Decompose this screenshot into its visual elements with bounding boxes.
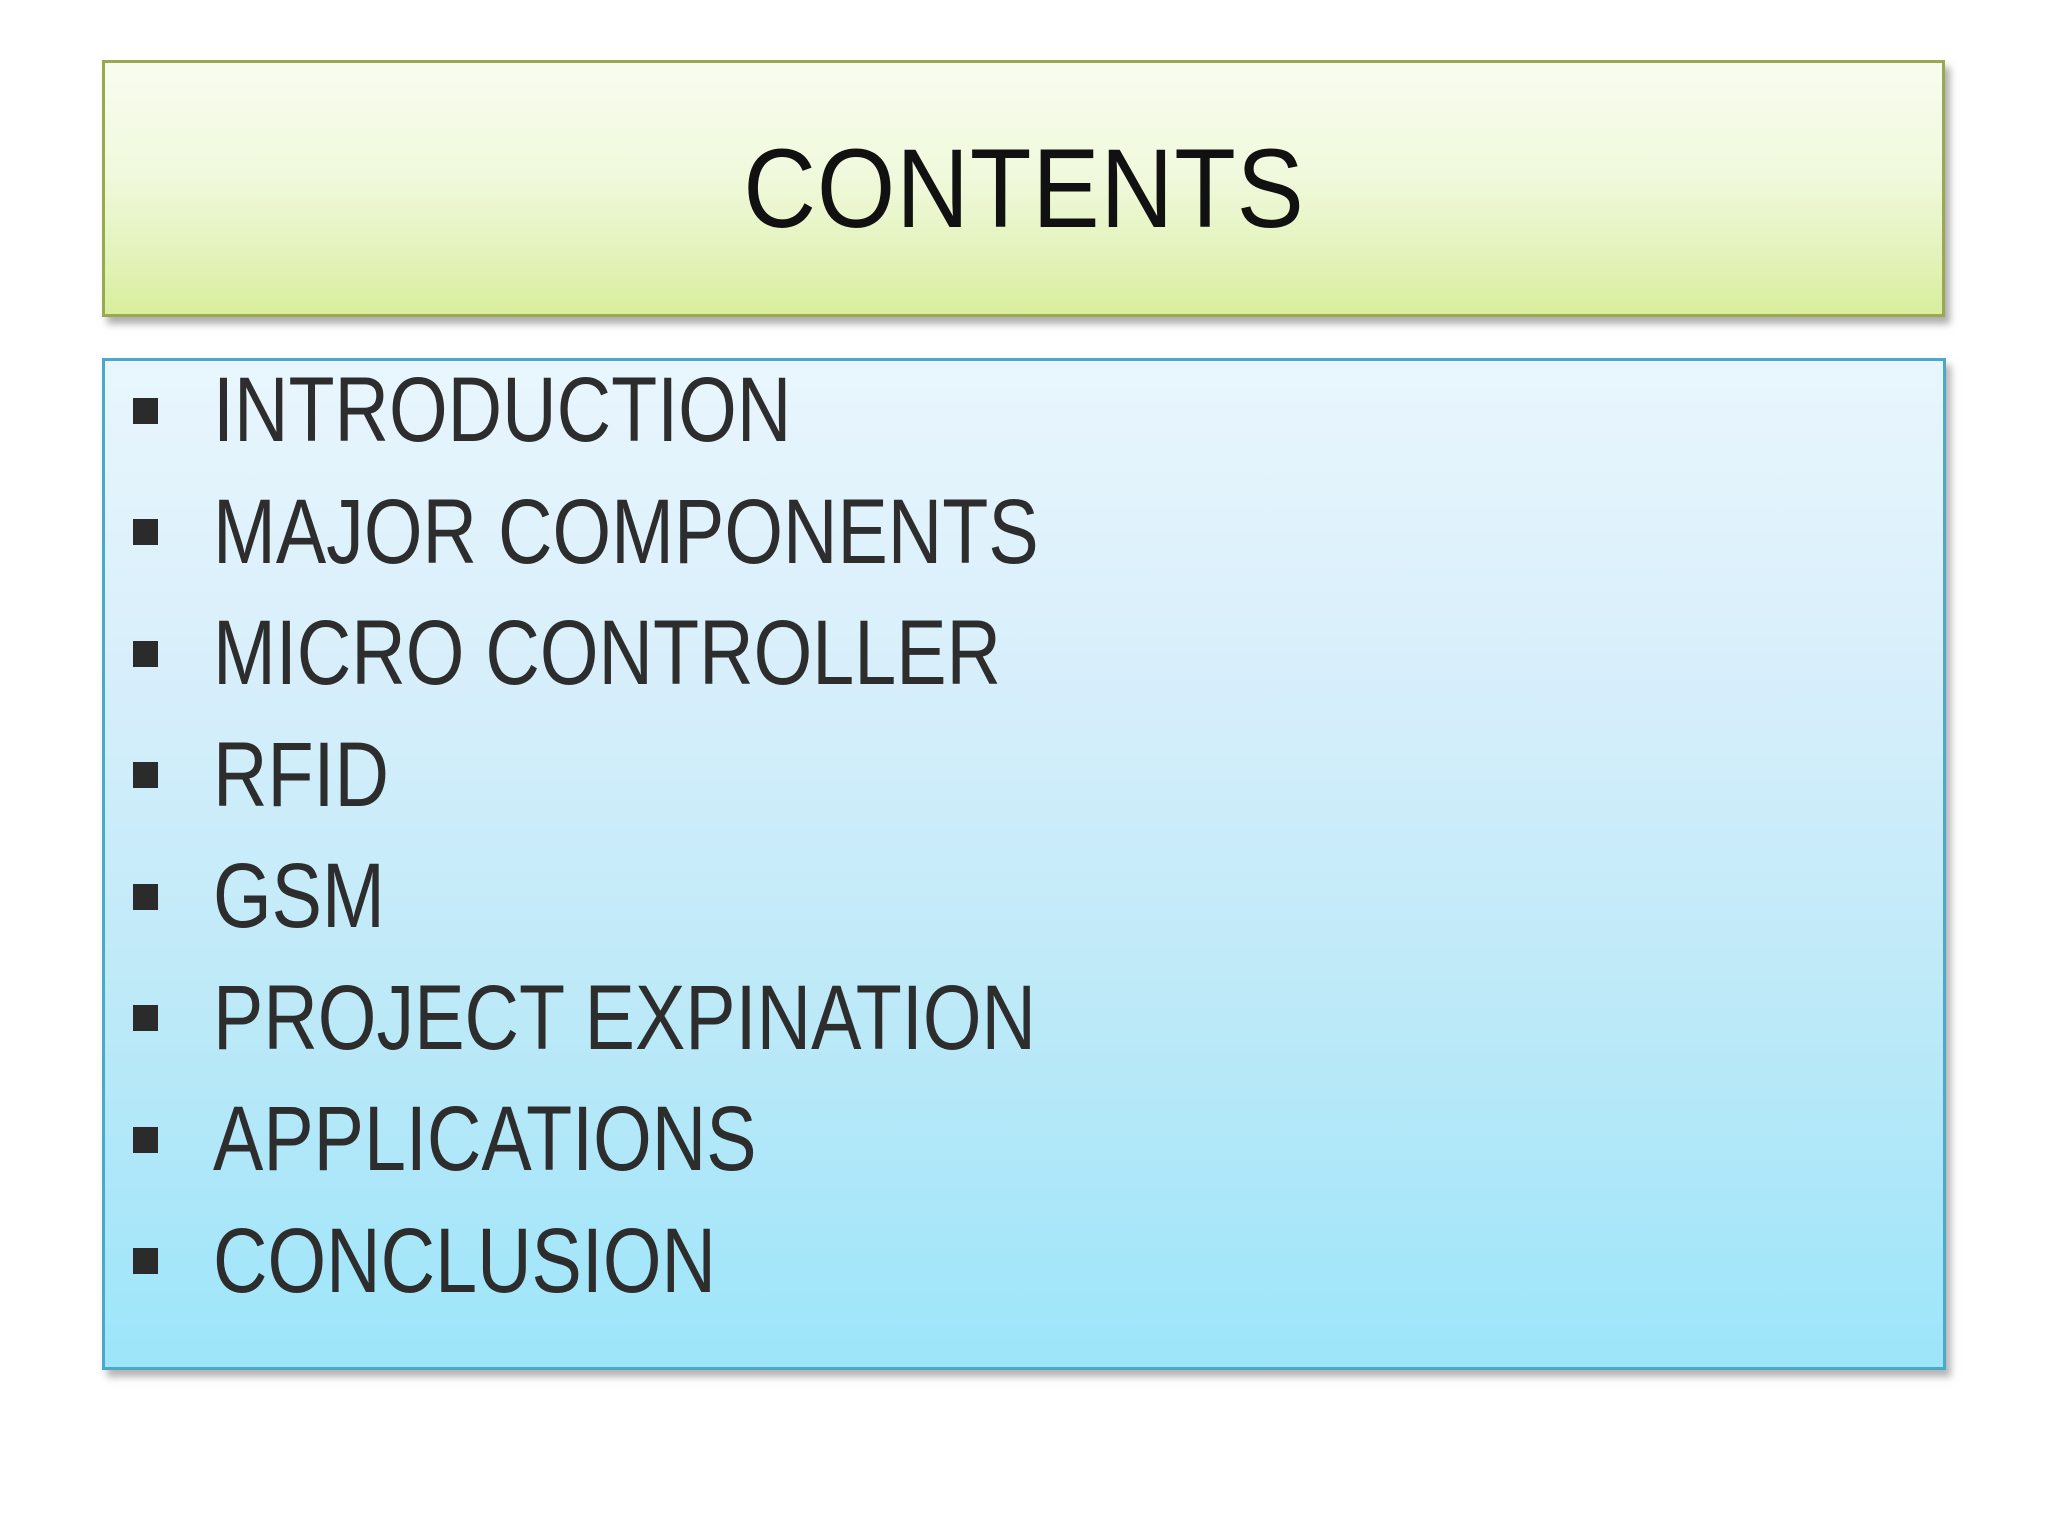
list-item-label: PROJECT EXPINATION [213, 966, 1036, 1069]
list-item: CONCLUSION [105, 1201, 1943, 1323]
bullet-square-icon [133, 640, 158, 667]
bullet-square-icon [133, 1126, 158, 1153]
title-box: CONTENTS [102, 60, 1945, 317]
list-item: APPLICATIONS [105, 1079, 1943, 1201]
list-item-label: RFID [213, 723, 390, 826]
bullet-square-icon [133, 883, 158, 910]
list-item: MICRO CONTROLLER [105, 593, 1943, 715]
list-item-label: MICRO CONTROLLER [213, 602, 1001, 705]
list-item: MAJOR COMPONENTS [105, 472, 1943, 594]
list-item: INTRODUCTION [105, 350, 1943, 472]
list-item-label: INTRODUCTION [213, 359, 792, 462]
list-item-label: MAJOR COMPONENTS [213, 480, 1039, 583]
slide-title: CONTENTS [742, 126, 1305, 251]
bullet-square-icon [133, 397, 158, 424]
bullet-square-icon [133, 519, 158, 546]
contents-list: INTRODUCTION MAJOR COMPONENTS MICRO CONT… [105, 350, 1943, 1322]
list-item-label: GSM [213, 845, 385, 948]
bullet-square-icon [133, 1248, 158, 1275]
list-item-label: CONCLUSION [213, 1209, 717, 1312]
list-item: RFID [105, 715, 1943, 837]
bullet-square-icon [133, 1005, 158, 1032]
list-item: GSM [105, 836, 1943, 958]
bullet-square-icon [133, 762, 158, 789]
list-item: PROJECT EXPINATION [105, 958, 1943, 1080]
contents-panel: INTRODUCTION MAJOR COMPONENTS MICRO CONT… [102, 358, 1946, 1370]
list-item-label: APPLICATIONS [213, 1088, 757, 1191]
